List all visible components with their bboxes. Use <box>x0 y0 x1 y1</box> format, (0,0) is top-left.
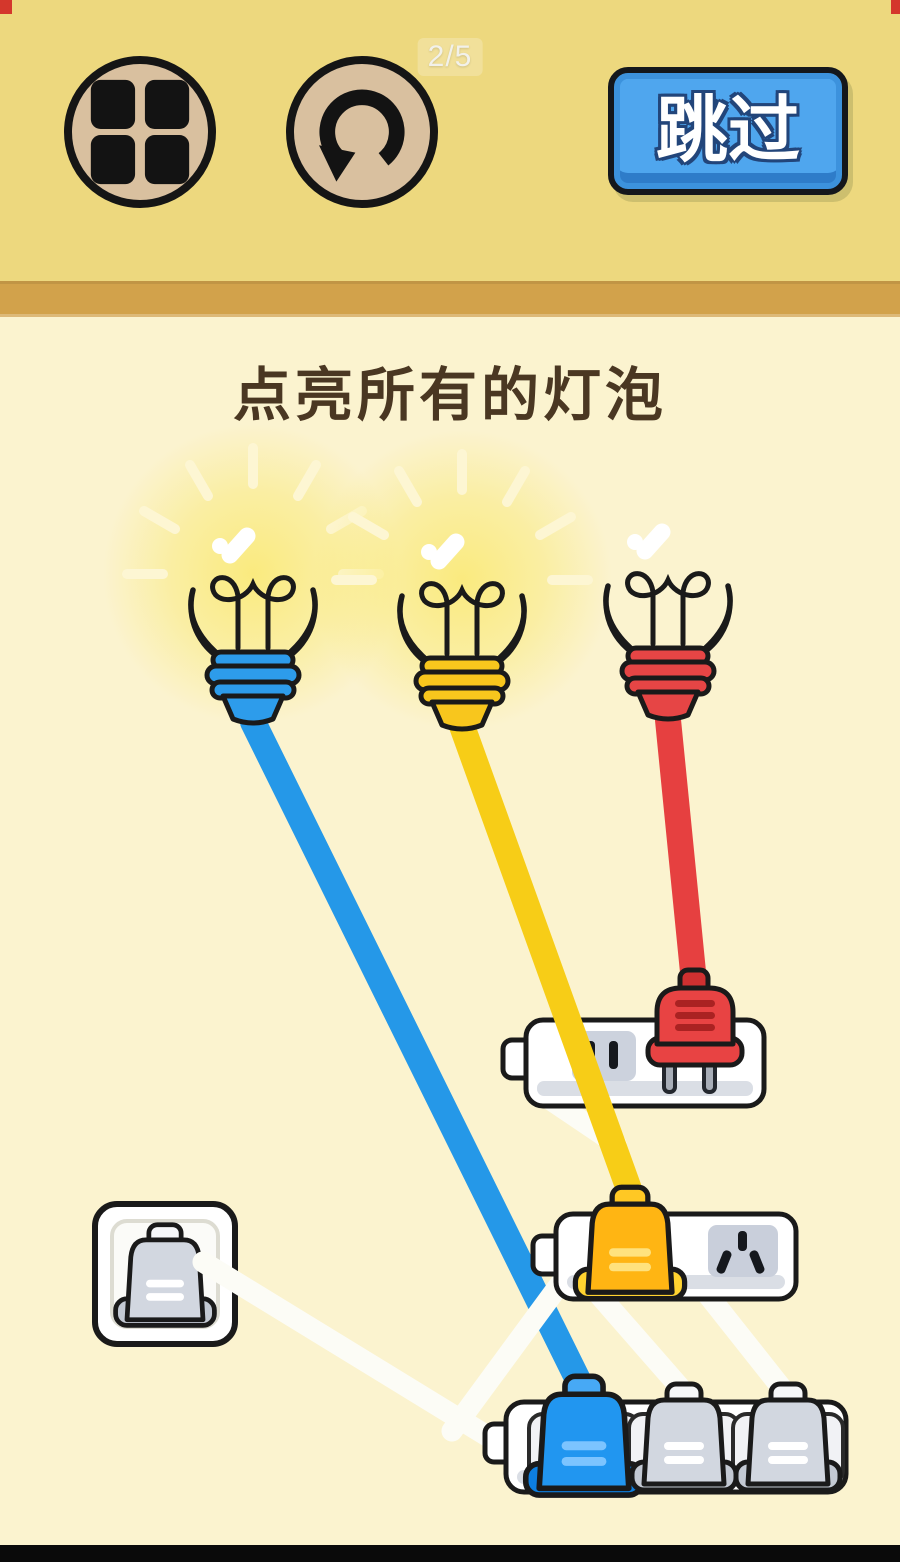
recording-dot-left <box>0 0 12 14</box>
bulb-lit-yellow-base <box>312 430 612 730</box>
system-bottom-bar <box>0 1545 900 1562</box>
restart-button[interactable] <box>286 56 438 208</box>
skip-label: 跳过 <box>655 91 800 171</box>
blue-plug[interactable] <box>526 1376 642 1495</box>
wall-outlet[interactable] <box>92 1201 238 1347</box>
grid-icon <box>90 79 190 185</box>
menu-button[interactable] <box>64 56 216 208</box>
skip-button[interactable]: 跳过 <box>608 67 848 195</box>
white-cable-to-gray-plug-1 <box>589 1285 695 1403</box>
blue-cord <box>240 709 597 1405</box>
red-cord <box>655 707 707 995</box>
level-instruction: 点亮所有的灯泡 <box>232 363 667 428</box>
restart-icon <box>319 89 405 182</box>
white-cables-middle <box>441 1273 799 1442</box>
recording-dot-right <box>891 0 900 14</box>
yellow-cord <box>449 713 643 1205</box>
red-plug[interactable] <box>645 967 745 1094</box>
yellow-plug[interactable] <box>575 1187 684 1298</box>
top-bar-divider <box>0 281 900 317</box>
white-cable-middle-left <box>441 1273 571 1442</box>
level-progress: 2/5 <box>417 38 483 76</box>
white-cable-outlet <box>192 1251 508 1453</box>
white-cable-to-gray-plug-2 <box>693 1279 799 1407</box>
bulb-unlit-red-base <box>606 532 730 719</box>
bulb-lit-blue-base <box>103 424 403 724</box>
